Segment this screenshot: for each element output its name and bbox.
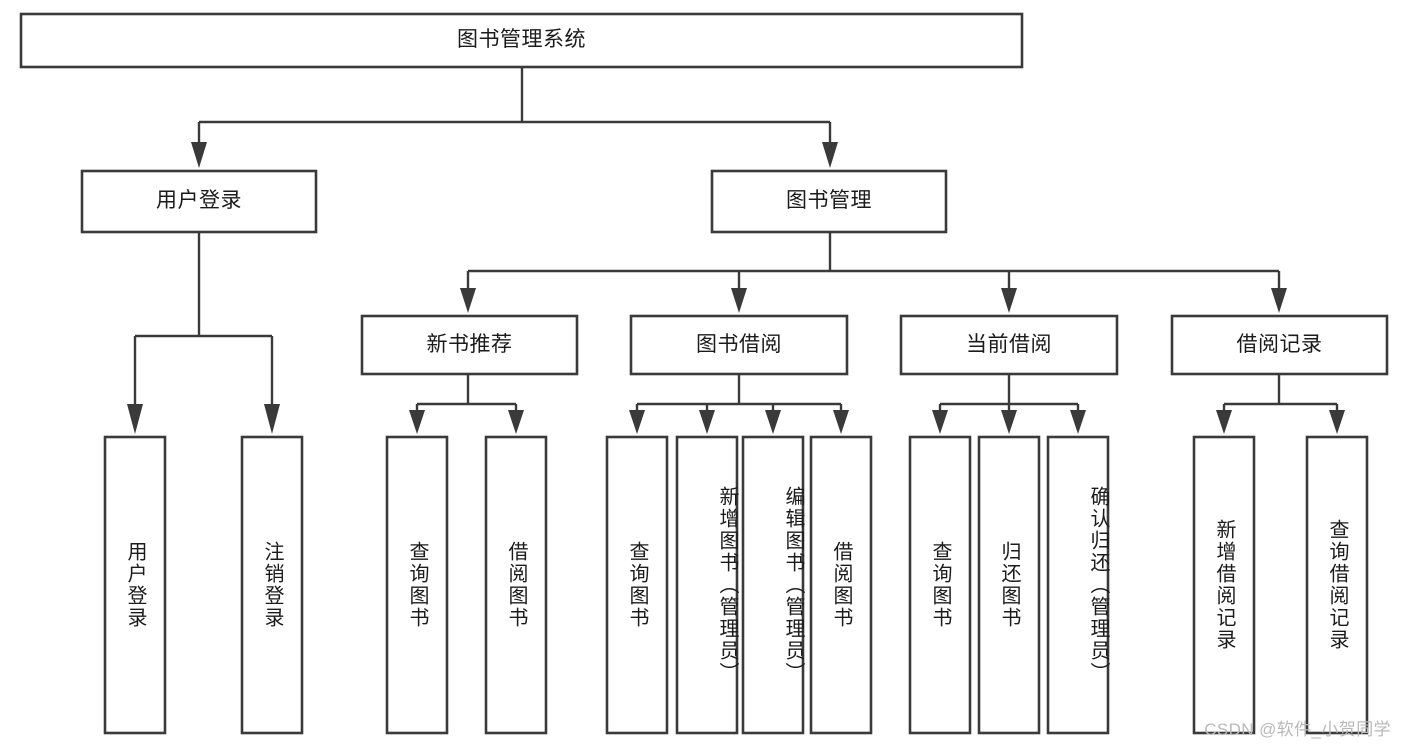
node-box-borrow-record[interactable] bbox=[1170, 314, 1389, 376]
node-box-leaf-book-borrow-1[interactable] bbox=[675, 435, 739, 735]
node-box-leaf-book-borrow-2[interactable] bbox=[741, 435, 805, 735]
node-box-new-book-recommend[interactable] bbox=[360, 314, 579, 376]
node-box-leaf-book-borrow-0[interactable] bbox=[605, 435, 669, 735]
arrowhead-borrow-record bbox=[1271, 288, 1287, 313]
node-box-leaf-book-borrow-3[interactable] bbox=[809, 435, 873, 735]
arrowhead-newbook-leaf-2 bbox=[508, 410, 524, 434]
node-box-book-management[interactable] bbox=[710, 169, 948, 234]
arrowhead-bookborrow-leaf-2 bbox=[699, 410, 715, 434]
node-box-leaf-current-borrow-2[interactable] bbox=[1046, 435, 1110, 735]
arrowhead-newbook-leaf-1 bbox=[409, 410, 425, 434]
arrowhead-userleaf-2 bbox=[264, 404, 280, 434]
arrowhead-bookborrow-leaf-4 bbox=[833, 410, 849, 434]
node-box-leaf-new-book-1[interactable] bbox=[484, 435, 548, 735]
node-box-book-borrow[interactable] bbox=[629, 314, 849, 376]
arrowhead-current-borrow bbox=[1001, 288, 1017, 313]
node-box-leaf-borrow-record-1[interactable] bbox=[1305, 435, 1369, 735]
node-box-leaf-borrow-record-0[interactable] bbox=[1192, 435, 1256, 735]
arrowhead-currentborrow-leaf-2 bbox=[1001, 410, 1017, 434]
node-box-root[interactable] bbox=[19, 12, 1024, 69]
arrowhead-userleaf-1 bbox=[127, 404, 143, 434]
arrowhead-borrowrecord-leaf-1 bbox=[1216, 410, 1232, 434]
arrowhead-borrowrecord-leaf-2 bbox=[1329, 410, 1345, 434]
arrowhead-bookborrow-leaf-3 bbox=[765, 410, 781, 434]
node-box-leaf-user-login-0[interactable] bbox=[103, 435, 167, 735]
arrowhead-new-book bbox=[460, 288, 476, 313]
node-box-user-login[interactable] bbox=[80, 169, 318, 234]
arrowhead-bookborrow-leaf-1 bbox=[629, 410, 645, 434]
node-box-leaf-new-book-0[interactable] bbox=[385, 435, 449, 735]
node-box-leaf-current-borrow-1[interactable] bbox=[977, 435, 1041, 735]
node-box-leaf-user-login-1[interactable] bbox=[240, 435, 304, 735]
arrowhead-currentborrow-leaf-1 bbox=[932, 410, 948, 434]
arrowhead-book-borrow bbox=[731, 288, 747, 313]
node-box-current-borrow[interactable] bbox=[899, 314, 1119, 376]
arrowhead-book-mgmt bbox=[822, 142, 838, 168]
arrowhead-user-login bbox=[191, 142, 207, 168]
arrowhead-currentborrow-leaf-3 bbox=[1070, 410, 1086, 434]
node-box-leaf-current-borrow-0[interactable] bbox=[908, 435, 972, 735]
